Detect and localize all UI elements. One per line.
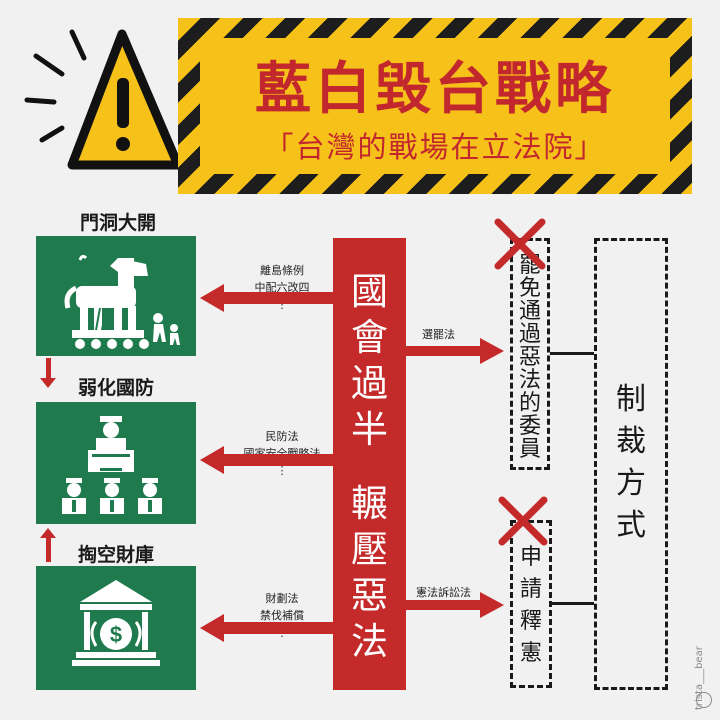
up-arrow-shaft [46, 538, 51, 562]
arrow3-shaft [222, 622, 333, 634]
interpretation-char: 釋 [519, 609, 542, 634]
interpretation-char: 憲 [519, 641, 542, 666]
interpretation-char: 請 [519, 577, 542, 602]
sanction-char: 制 [616, 382, 646, 417]
recall-char: 過 [518, 322, 541, 347]
arrow2-head [200, 446, 224, 474]
right-arrow-bottom-head [480, 592, 504, 618]
right-arrow-top-head [480, 338, 504, 364]
right-arrow-bottom-label: 憲法訴訟法 [416, 586, 471, 599]
cross-mark-icon [494, 218, 546, 270]
down-arrow-head [40, 378, 56, 388]
recall-char: 免 [518, 276, 541, 301]
recall-char: 員 [518, 437, 541, 462]
arrow2-shaft [222, 454, 333, 466]
recall-box: 罷 免 通 過 惡 法 的 委 員 [510, 238, 550, 470]
sanction-methods-box: 制 裁 方 式 [594, 238, 668, 690]
center-char: 輾 [351, 482, 388, 525]
warning-icon [22, 20, 192, 170]
center-char: 國 [351, 270, 388, 313]
banner-title: 藍白毀台戰略 [255, 57, 615, 122]
treasury-bank-icon: $ [72, 580, 160, 666]
center-char: 法 [351, 620, 388, 663]
arrow3-head [200, 614, 224, 642]
center-bar: 國 會 過 半 輾 壓 惡 法 [333, 238, 406, 690]
cross-mark-icon [498, 496, 548, 546]
interpretation-box: 申 請 釋 憲 [510, 520, 552, 688]
officials-podium-icon [62, 416, 162, 514]
right-arrow-top-shaft [406, 346, 482, 356]
bear-logo-icon [696, 692, 712, 708]
sanction-char: 裁 [616, 424, 646, 459]
banner-subtitle: 「台灣的戰場在立法院」 [264, 130, 606, 164]
down-arrow-shaft [46, 358, 51, 380]
drain-treasury-box: $ [36, 566, 196, 690]
title-banner: 藍白毀台戰略 「台灣的戰場在立法院」 [178, 18, 692, 194]
arrow1-shaft [222, 292, 333, 304]
connector-line [552, 602, 594, 605]
sanction-char: 方 [616, 466, 646, 501]
recall-char: 的 [518, 391, 541, 416]
right-arrow-bottom-shaft [406, 600, 482, 610]
box2-title: 弱化國防 [78, 377, 155, 399]
sanction-char: 式 [616, 508, 646, 543]
trojan-horse-icon [64, 254, 180, 349]
center-char: 會 [351, 316, 388, 359]
recall-char: 惡 [518, 345, 541, 370]
watermark-text: trista___bear [694, 646, 705, 710]
box3-title: 掏空財庫 [78, 544, 155, 566]
up-arrow-head [40, 528, 56, 538]
arrow1-head [200, 284, 224, 312]
right-arrow-top-label: 選罷法 [422, 328, 455, 341]
interpretation-char: 申 [519, 545, 542, 570]
arrow1-label: 離島條例 中配六改四 ⋮ [254, 264, 310, 311]
recall-char: 委 [518, 414, 541, 439]
center-char: 半 [351, 408, 388, 451]
recall-char: 法 [518, 368, 541, 393]
center-char: 惡 [351, 574, 388, 617]
open-door-box [36, 236, 196, 356]
weaken-defense-box [36, 402, 196, 524]
connector-line [550, 352, 594, 355]
center-char: 壓 [351, 528, 388, 571]
recall-char: 通 [518, 299, 541, 324]
svg-text:$: $ [110, 622, 122, 647]
center-char: 過 [351, 362, 388, 405]
box1-title: 門洞大開 [80, 212, 157, 234]
